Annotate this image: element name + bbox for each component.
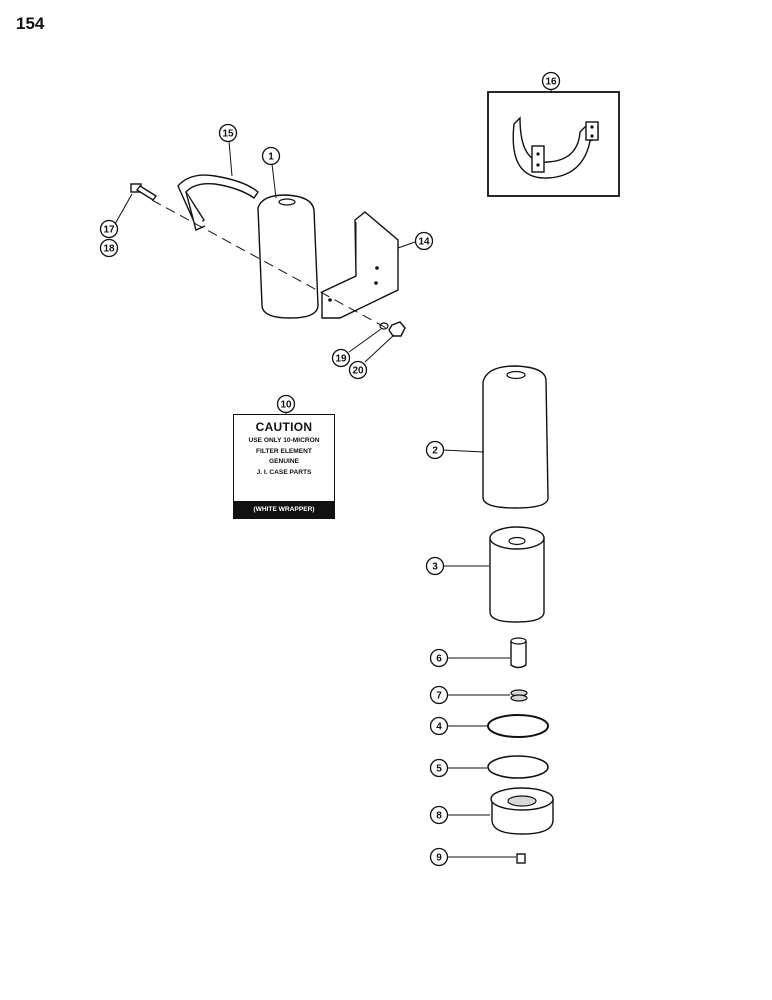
callout-6: 6 — [429, 648, 449, 668]
svg-text:16: 16 — [545, 77, 557, 88]
spring-part — [510, 689, 528, 702]
caution-footer: (WHITE WRAPPER) — [234, 501, 334, 518]
callout-20: 20 — [348, 360, 368, 380]
filter-base-part — [490, 787, 554, 835]
hex-nut-part — [388, 321, 406, 337]
page-number: 154 — [16, 14, 45, 33]
callout-10: 10 — [276, 394, 296, 414]
svg-text:15: 15 — [222, 129, 234, 140]
filter-element-part — [489, 526, 545, 623]
strap-clamp-alt-part — [512, 116, 599, 179]
svg-text:1: 1 — [268, 152, 274, 163]
svg-text:14: 14 — [418, 237, 430, 248]
callout-9: 9 — [429, 847, 449, 867]
callout-1: 1 — [261, 146, 281, 166]
caution-line: J. I. CASE PARTS — [256, 468, 312, 476]
o-ring-large-part — [487, 714, 549, 738]
svg-text:2: 2 — [432, 446, 438, 457]
caution-line: GENUINE — [268, 458, 300, 465]
caution-text: USE ONLY 10-MICRON FILTER ELEMENT GENUIN… — [234, 436, 334, 478]
callout-3: 3 — [425, 556, 445, 576]
mounting-bracket-part — [321, 211, 399, 319]
callout-2: 2 — [425, 440, 445, 460]
callout-19: 19 — [331, 348, 351, 368]
filter-bowl-part — [482, 365, 549, 509]
svg-text:19: 19 — [335, 354, 347, 365]
svg-text:8: 8 — [436, 811, 442, 822]
leader-1 — [271, 163, 277, 199]
inset-box — [487, 91, 620, 197]
bolt-part — [130, 183, 158, 201]
callout-15: 15 — [218, 123, 238, 143]
assembly-line — [151, 199, 391, 331]
center-tube-part — [510, 637, 527, 669]
leader-17 — [114, 193, 133, 225]
leader-2 — [442, 449, 485, 453]
caution-decal: CAUTION USE ONLY 10-MICRON FILTER ELEMEN… — [233, 414, 335, 519]
o-ring-small-part — [487, 755, 549, 779]
svg-text:9: 9 — [436, 853, 442, 864]
callout-4: 4 — [429, 716, 449, 736]
callout-16: 16 — [541, 71, 561, 91]
svg-text:10: 10 — [280, 400, 292, 411]
caution-title: CAUTION — [255, 420, 313, 434]
leader-20 — [364, 334, 395, 363]
lock-washer-part — [379, 322, 389, 330]
strap-clamp-part — [177, 174, 259, 231]
svg-text:17: 17 — [103, 225, 115, 236]
callout-17: 17 — [99, 219, 119, 239]
svg-text:6: 6 — [436, 654, 442, 665]
callout-8: 8 — [429, 805, 449, 825]
leader-15 — [228, 140, 233, 177]
svg-text:20: 20 — [352, 366, 364, 377]
svg-text:5: 5 — [436, 764, 442, 775]
svg-text:4: 4 — [436, 722, 442, 733]
caution-line: USE ONLY 10-MICRON — [248, 437, 320, 444]
filter-housing-part — [257, 194, 319, 319]
callout-5: 5 — [429, 758, 449, 778]
callout-7: 7 — [429, 685, 449, 705]
svg-text:18: 18 — [103, 244, 115, 255]
callout-18: 18 — [99, 238, 119, 258]
callout-14: 14 — [414, 231, 434, 251]
svg-text:7: 7 — [436, 691, 442, 702]
drain-plug-part — [516, 853, 526, 864]
caution-line: FILTER ELEMENT — [256, 447, 312, 455]
leader-14 — [397, 241, 416, 249]
leader-19 — [348, 328, 382, 353]
svg-text:3: 3 — [432, 562, 438, 573]
